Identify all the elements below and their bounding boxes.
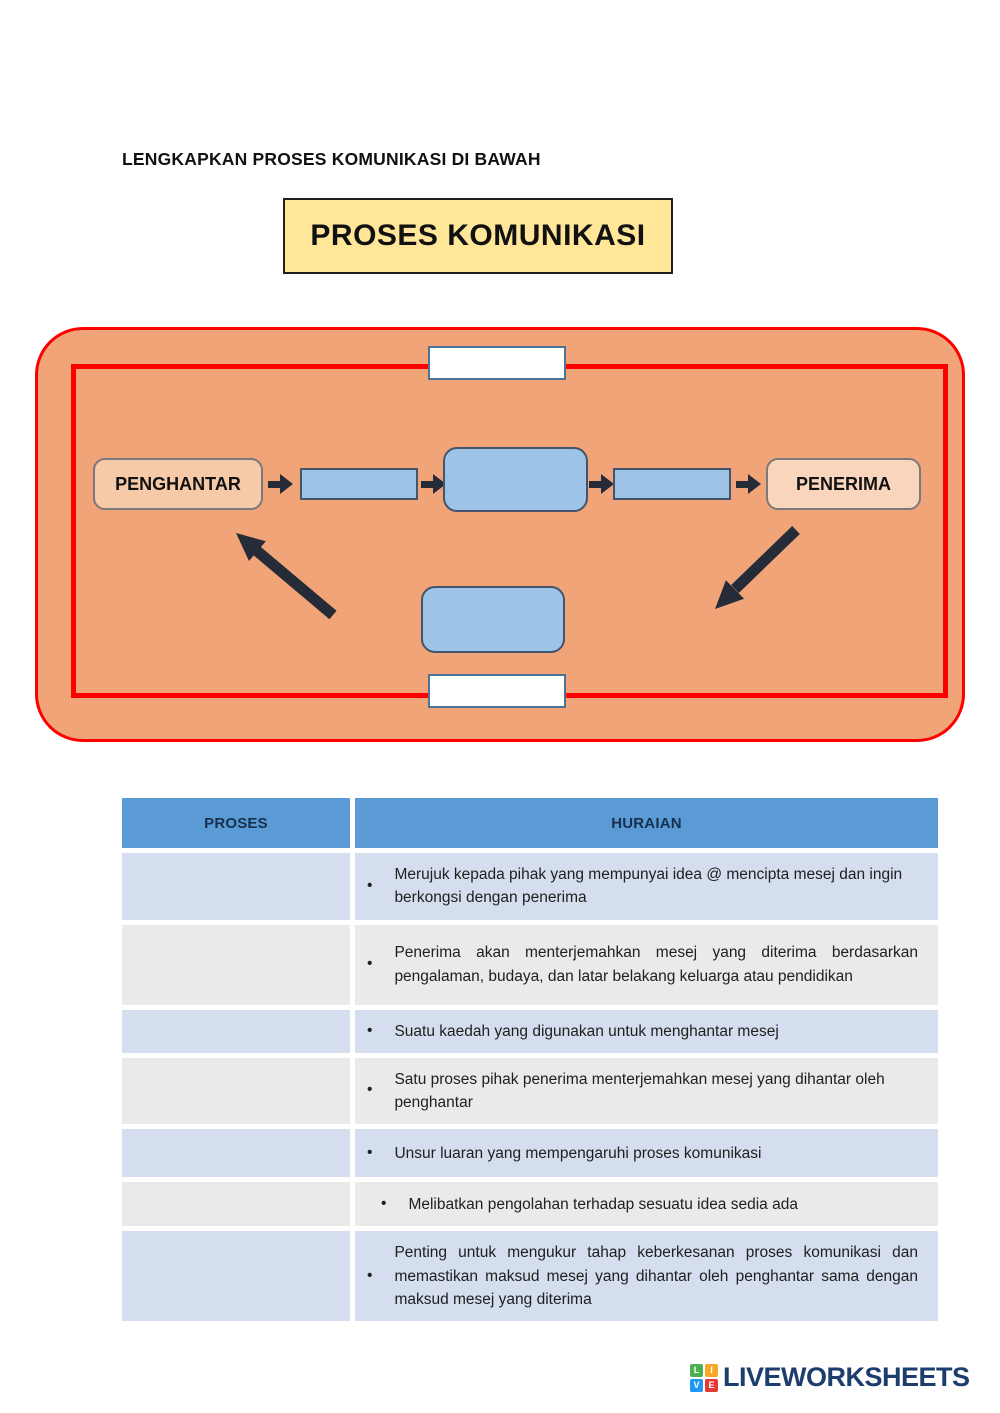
proses-answer-cell[interactable] [122,1182,350,1227]
logo-letter-v: V [690,1378,703,1392]
huraian-text: Penerima akan menterjemahkan mesej yang … [394,944,918,985]
proses-answer-cell[interactable] [122,853,350,920]
table-header-proses: PROSES [122,798,350,848]
liveworksheets-footer: L I V E LIVEWORKSHEETS [690,1362,970,1393]
diagram-answer-input-bottom[interactable] [428,674,566,708]
bullet-icon: • [367,954,373,972]
right-arrow-icon [736,474,761,494]
process-table: PROSES HURAIAN • Merujuk kepada pihak ya… [122,798,938,1321]
huraian-cell: • Merujuk kepada pihak yang mempunyai id… [355,853,938,920]
right-arrow-icon [268,474,293,494]
right-arrow-icon [589,474,614,494]
receiver-label: PENERIMA [795,473,891,494]
logo-letter-i: I [705,1363,718,1377]
huraian-text: Unsur luaran yang mempengaruhi proses ko… [394,1144,762,1162]
huraian-text: Melibatkan pengolahan terhadap sesuatu i… [408,1195,798,1213]
huraian-cell: • Suatu kaedah yang digunakan untuk meng… [355,1009,938,1053]
sender-box: PENGHANTAR [93,458,263,510]
proses-answer-cell[interactable] [122,924,350,1005]
proses-answer-cell[interactable] [122,1231,350,1321]
blank-step-box-1 [300,468,418,500]
brand-text: LIVEWORKSHEETS [723,1362,970,1392]
sender-label: PENGHANTAR [115,473,241,494]
huraian-text: Suatu kaedah yang digunakan untuk mengha… [394,1022,779,1040]
bullet-icon: • [367,1266,373,1284]
huraian-text: Merujuk kepada pihak yang mempunyai idea… [394,866,903,907]
huraian-cell: • Satu proses pihak penerima menterjemah… [355,1057,938,1125]
communication-diagram: PENGHANTAR PENERIMA [35,327,965,742]
right-arrow-icon [421,474,446,494]
huraian-cell: • Melibatkan pengolahan terhadap sesuatu… [355,1182,938,1227]
receiver-box: PENERIMA [766,458,921,510]
huraian-text: Penting untuk mengukur tahap keberkesana… [394,1244,918,1308]
title-text: PROSES KOMUNIKASI [310,219,646,252]
blank-feedback-box [421,586,565,653]
huraian-cell: • Penting untuk mengukur tahap keberkesa… [355,1231,938,1321]
diagram-answer-input-top[interactable] [428,346,566,380]
liveworksheets-logo-icon: L I V E [690,1363,718,1392]
huraian-cell: • Unsur luaran yang mempengaruhi proses … [355,1129,938,1178]
bullet-icon: • [381,1194,387,1212]
logo-letter-e: E [705,1378,718,1392]
bullet-icon: • [367,876,373,894]
bullet-icon: • [367,1081,373,1099]
bullet-icon: • [367,1143,373,1161]
logo-letter-l: L [690,1363,703,1377]
page-heading: LENGKAPKAN PROSES KOMUNIKASI DI BAWAH [122,149,541,169]
blank-step-box-2 [613,468,731,500]
blank-center-box [443,447,588,512]
huraian-cell: • Penerima akan menterjemahkan mesej yan… [355,924,938,1005]
proses-answer-cell[interactable] [122,1129,350,1178]
proses-answer-cell[interactable] [122,1057,350,1125]
huraian-text: Satu proses pihak penerima menterjemahka… [394,1070,885,1111]
title-box: PROSES KOMUNIKASI [283,198,673,274]
table-header-huraian: HURAIAN [355,798,938,848]
bullet-icon: • [367,1021,373,1039]
proses-answer-cell[interactable] [122,1009,350,1053]
